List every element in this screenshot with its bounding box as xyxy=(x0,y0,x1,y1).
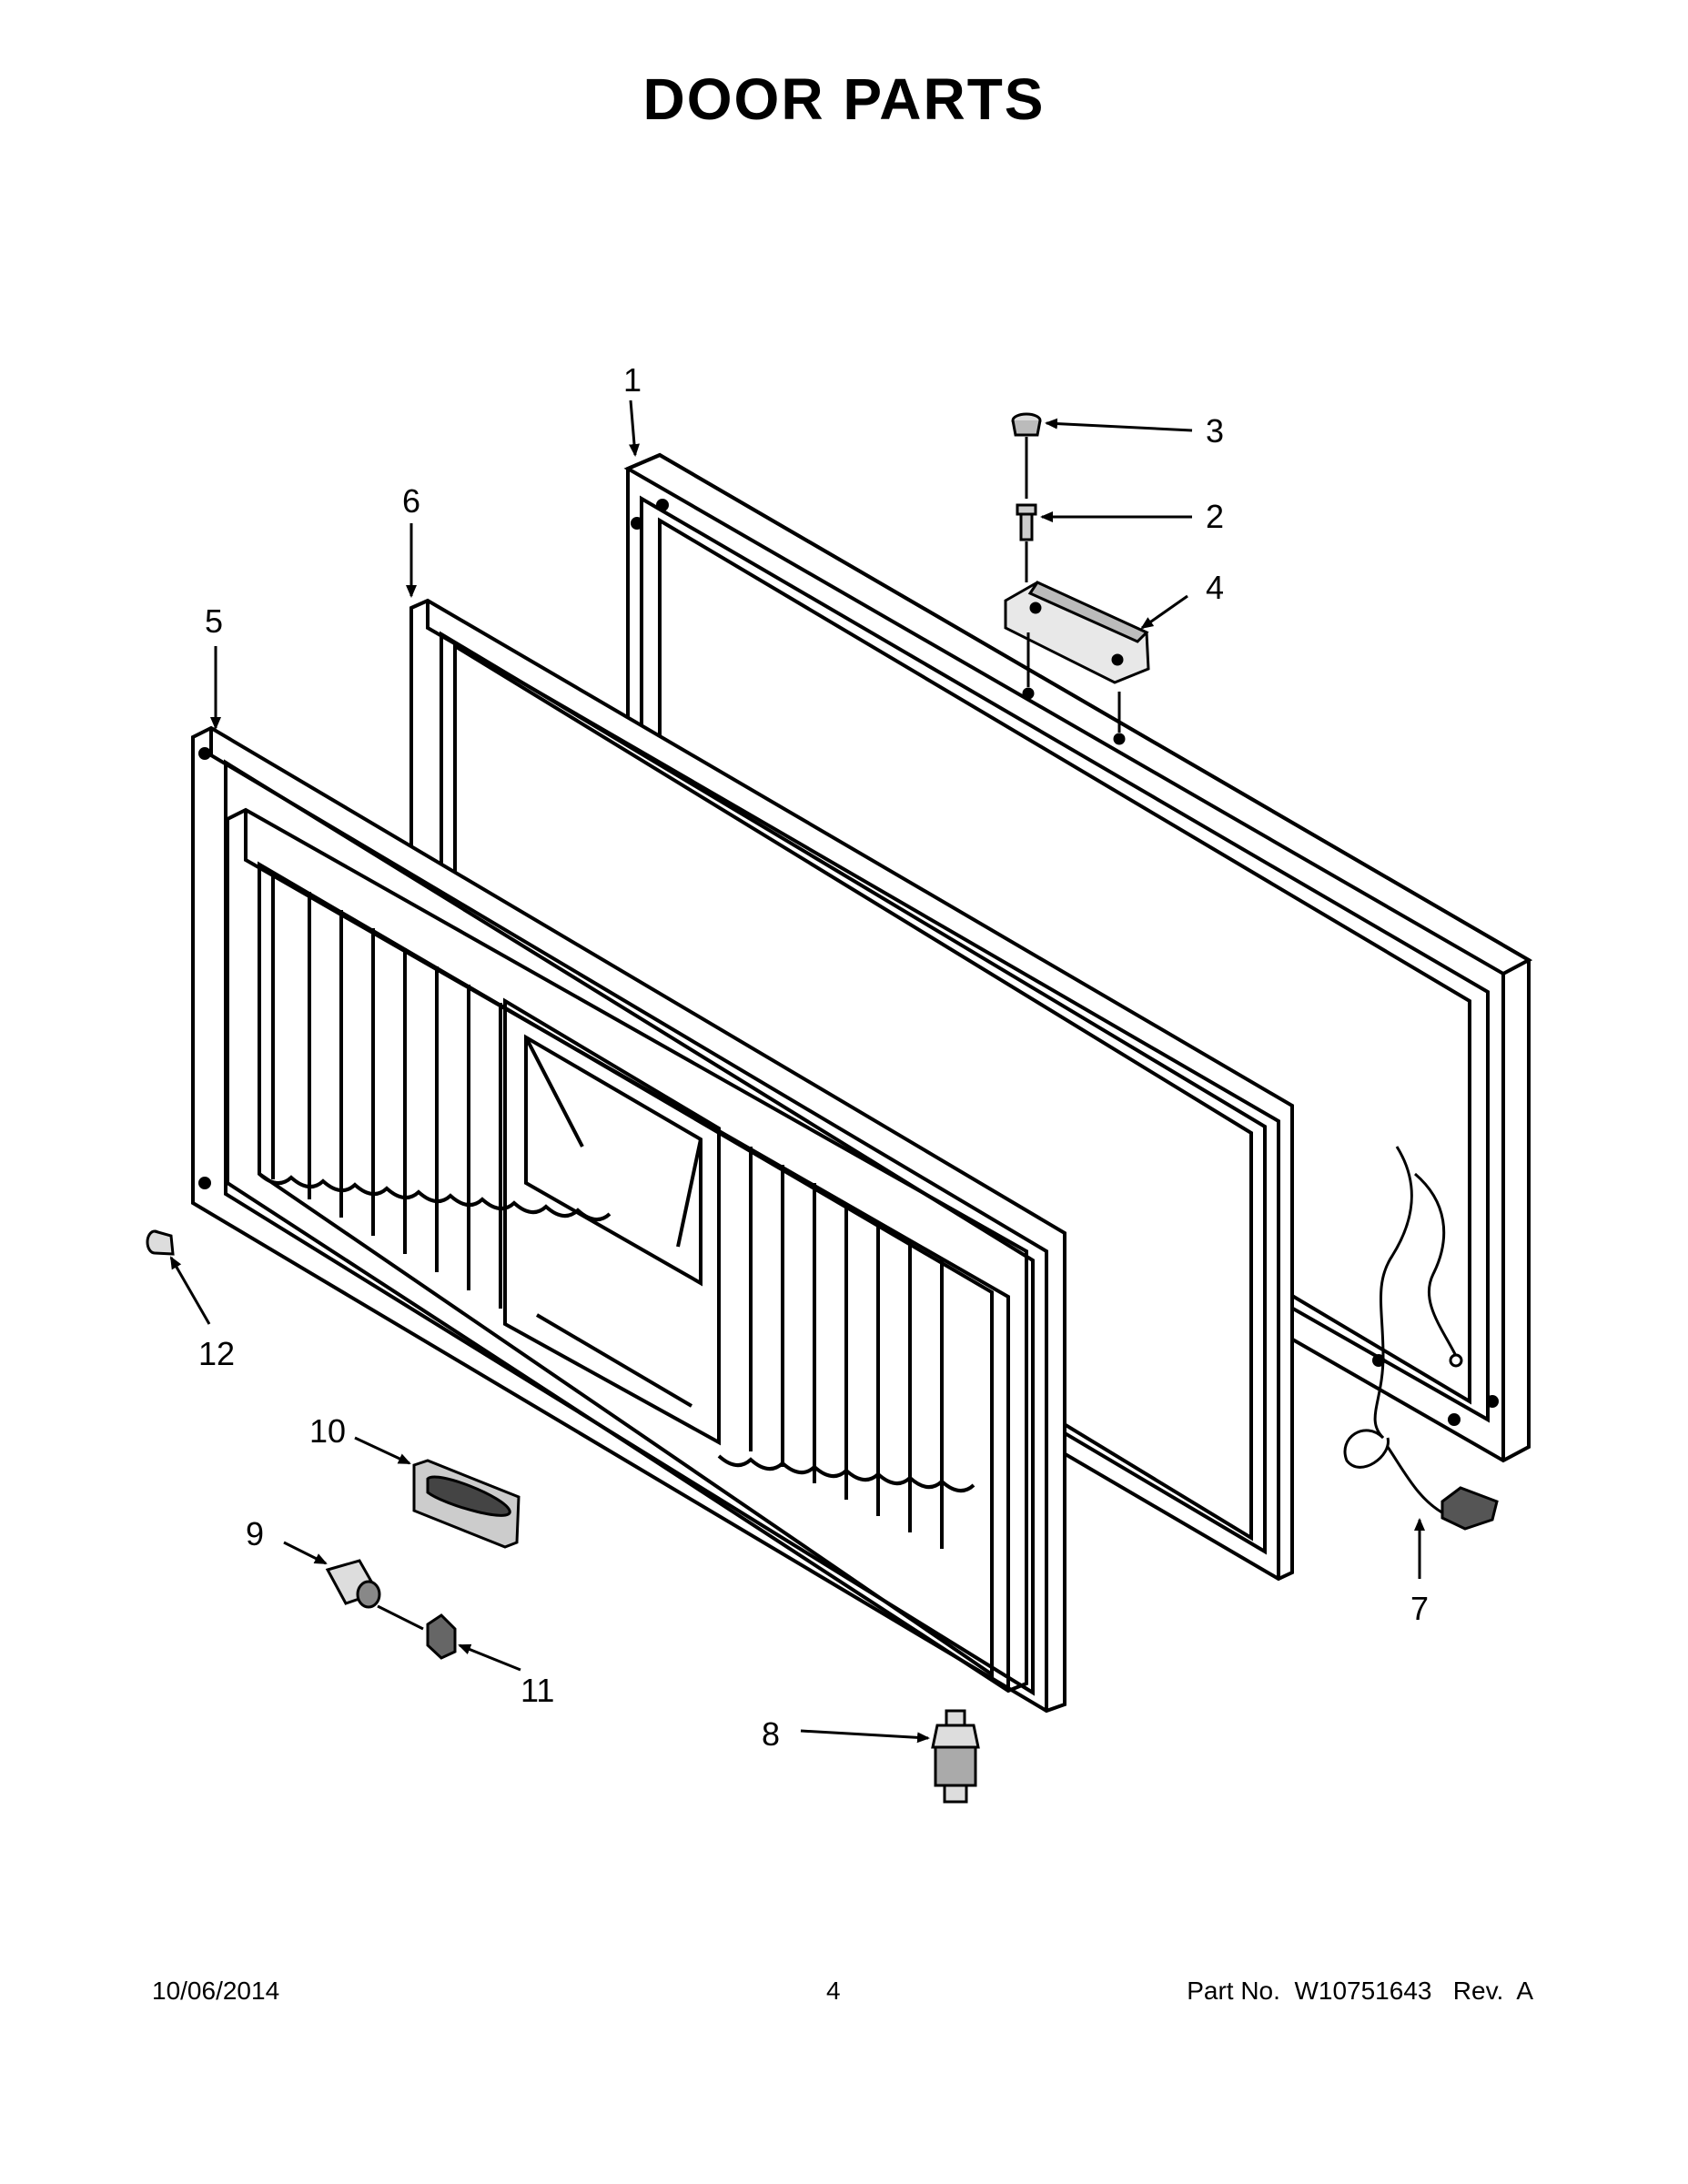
callout-7: 7 xyxy=(1410,1590,1429,1627)
door-handle xyxy=(412,1459,521,1549)
callout-12: 12 xyxy=(198,1335,235,1372)
hinge-mount-lines xyxy=(1022,437,1126,745)
callout-2: 2 xyxy=(1206,498,1224,535)
lamp-bulb xyxy=(325,1559,381,1609)
callout-6: 6 xyxy=(402,482,420,520)
footer-date: 10/06/2014 xyxy=(152,1977,280,2005)
callout-5: 5 xyxy=(205,602,223,640)
inner-door-liner xyxy=(191,725,1066,1714)
callout-4: 4 xyxy=(1206,569,1224,606)
callout-11: 11 xyxy=(521,1672,554,1709)
callout-9: 9 xyxy=(246,1515,264,1552)
door-hinge xyxy=(1004,581,1150,684)
wire-harness xyxy=(1343,1146,1499,1531)
footer-page-number: 4 xyxy=(826,1977,841,2005)
door-switch xyxy=(931,1709,980,1804)
callout-10: 10 xyxy=(309,1412,346,1450)
callout-leaders xyxy=(169,399,1425,1744)
lamp-socket xyxy=(426,1613,457,1660)
outer-door-frame xyxy=(623,452,1533,1463)
footer-part-number: Part No. W10751643 Rev. A xyxy=(1187,1977,1533,2005)
liner-clip xyxy=(146,1229,175,1256)
page-title: DOOR PARTS xyxy=(642,66,1046,132)
callout-1: 1 xyxy=(623,361,642,399)
hinge-cap xyxy=(1011,412,1042,437)
callout-3: 3 xyxy=(1206,412,1224,450)
hinge-screw xyxy=(1016,503,1037,541)
callout-8: 8 xyxy=(762,1715,780,1753)
